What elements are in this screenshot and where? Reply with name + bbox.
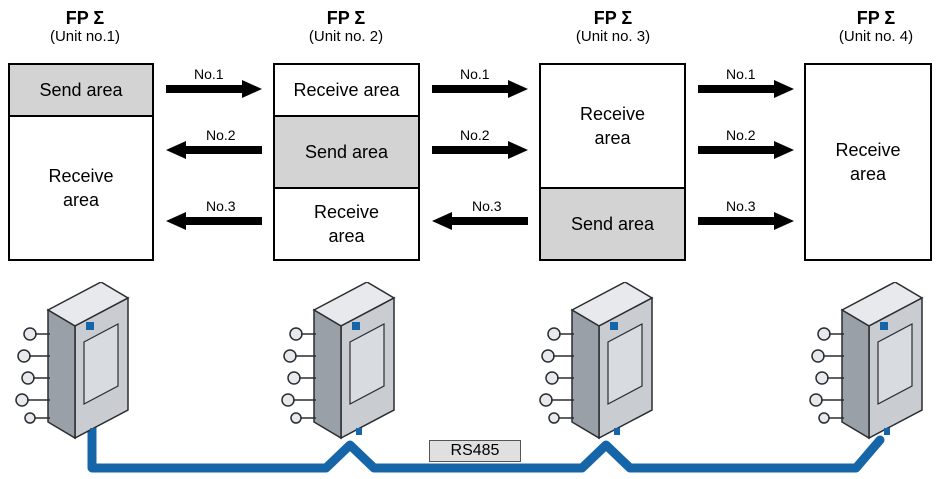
unit-header-4: FP Σ (Unit no. 4) xyxy=(796,8,942,46)
right-arrow-icon xyxy=(166,80,262,98)
unit-1-memory-map: Send area Receive area xyxy=(8,63,154,261)
transfer-arrow: No.3 xyxy=(698,198,794,230)
unit-title: FP Σ xyxy=(326,8,366,28)
unit-subtitle: (Unit no. 3) xyxy=(575,28,651,45)
receive-area: Receive area xyxy=(275,187,418,259)
receive-area: Receive area xyxy=(10,115,152,259)
transfer-label: No.1 xyxy=(460,66,490,82)
rs485-label: RS485 xyxy=(429,440,521,462)
send-area: Send area xyxy=(541,187,684,259)
transfer-arrow: No.2 xyxy=(698,127,794,159)
right-arrow-icon xyxy=(698,80,794,98)
left-arrow-icon xyxy=(166,212,262,230)
send-area: Send area xyxy=(10,65,152,115)
unit-4-memory-map: Receive area xyxy=(804,63,932,261)
unit-subtitle: (Unit no.1) xyxy=(49,28,121,45)
plc-unit-1-icon xyxy=(15,282,130,440)
transfer-label: No.3 xyxy=(472,198,502,214)
right-arrow-icon xyxy=(698,141,794,159)
transfer-label: No.2 xyxy=(460,127,490,143)
left-arrow-icon xyxy=(432,212,528,230)
transfer-arrow: No.1 xyxy=(166,66,262,98)
send-area: Send area xyxy=(275,115,418,187)
unit-title: FP Σ xyxy=(593,8,633,28)
unit-header-3: FP Σ (Unit no. 3) xyxy=(533,8,693,46)
unit-header-1: FP Σ (Unit no.1) xyxy=(5,8,165,46)
plc-unit-2-icon xyxy=(281,282,396,440)
transfer-arrow: No.2 xyxy=(432,127,528,159)
transfer-arrow: No.3 xyxy=(432,198,528,230)
unit-title: FP Σ xyxy=(65,8,105,28)
right-arrow-icon xyxy=(432,80,528,98)
transfer-arrow: No.2 xyxy=(166,127,262,159)
transfer-arrow: No.1 xyxy=(432,66,528,98)
transfer-arrow: No.1 xyxy=(698,66,794,98)
plc-unit-3-icon xyxy=(539,282,654,440)
transfer-arrow: No.3 xyxy=(166,198,262,230)
receive-area: Receive area xyxy=(579,104,646,148)
receive-area: Receive area xyxy=(293,80,400,100)
receive-area: Receive area xyxy=(835,140,901,184)
transfer-label: No.2 xyxy=(726,127,756,143)
transfer-label: No.3 xyxy=(206,198,236,214)
unit-subtitle: (Unit no. 2) xyxy=(308,28,384,45)
left-arrow-icon xyxy=(166,141,262,159)
transfer-label: No.2 xyxy=(206,127,236,143)
unit-2-memory-map: Receive area Send area Receive area xyxy=(273,63,420,261)
right-arrow-icon xyxy=(698,212,794,230)
unit-header-2: FP Σ (Unit no. 2) xyxy=(266,8,426,46)
unit-title: FP Σ xyxy=(856,8,896,28)
transfer-label: No.3 xyxy=(726,198,756,214)
unit-subtitle: (Unit no. 4) xyxy=(838,28,914,45)
unit-3-memory-map: Receive area Send area xyxy=(539,63,686,261)
transfer-label: No.1 xyxy=(194,66,224,82)
plc-unit-4-icon xyxy=(809,282,924,440)
transfer-label: No.1 xyxy=(726,66,756,82)
right-arrow-icon xyxy=(432,141,528,159)
